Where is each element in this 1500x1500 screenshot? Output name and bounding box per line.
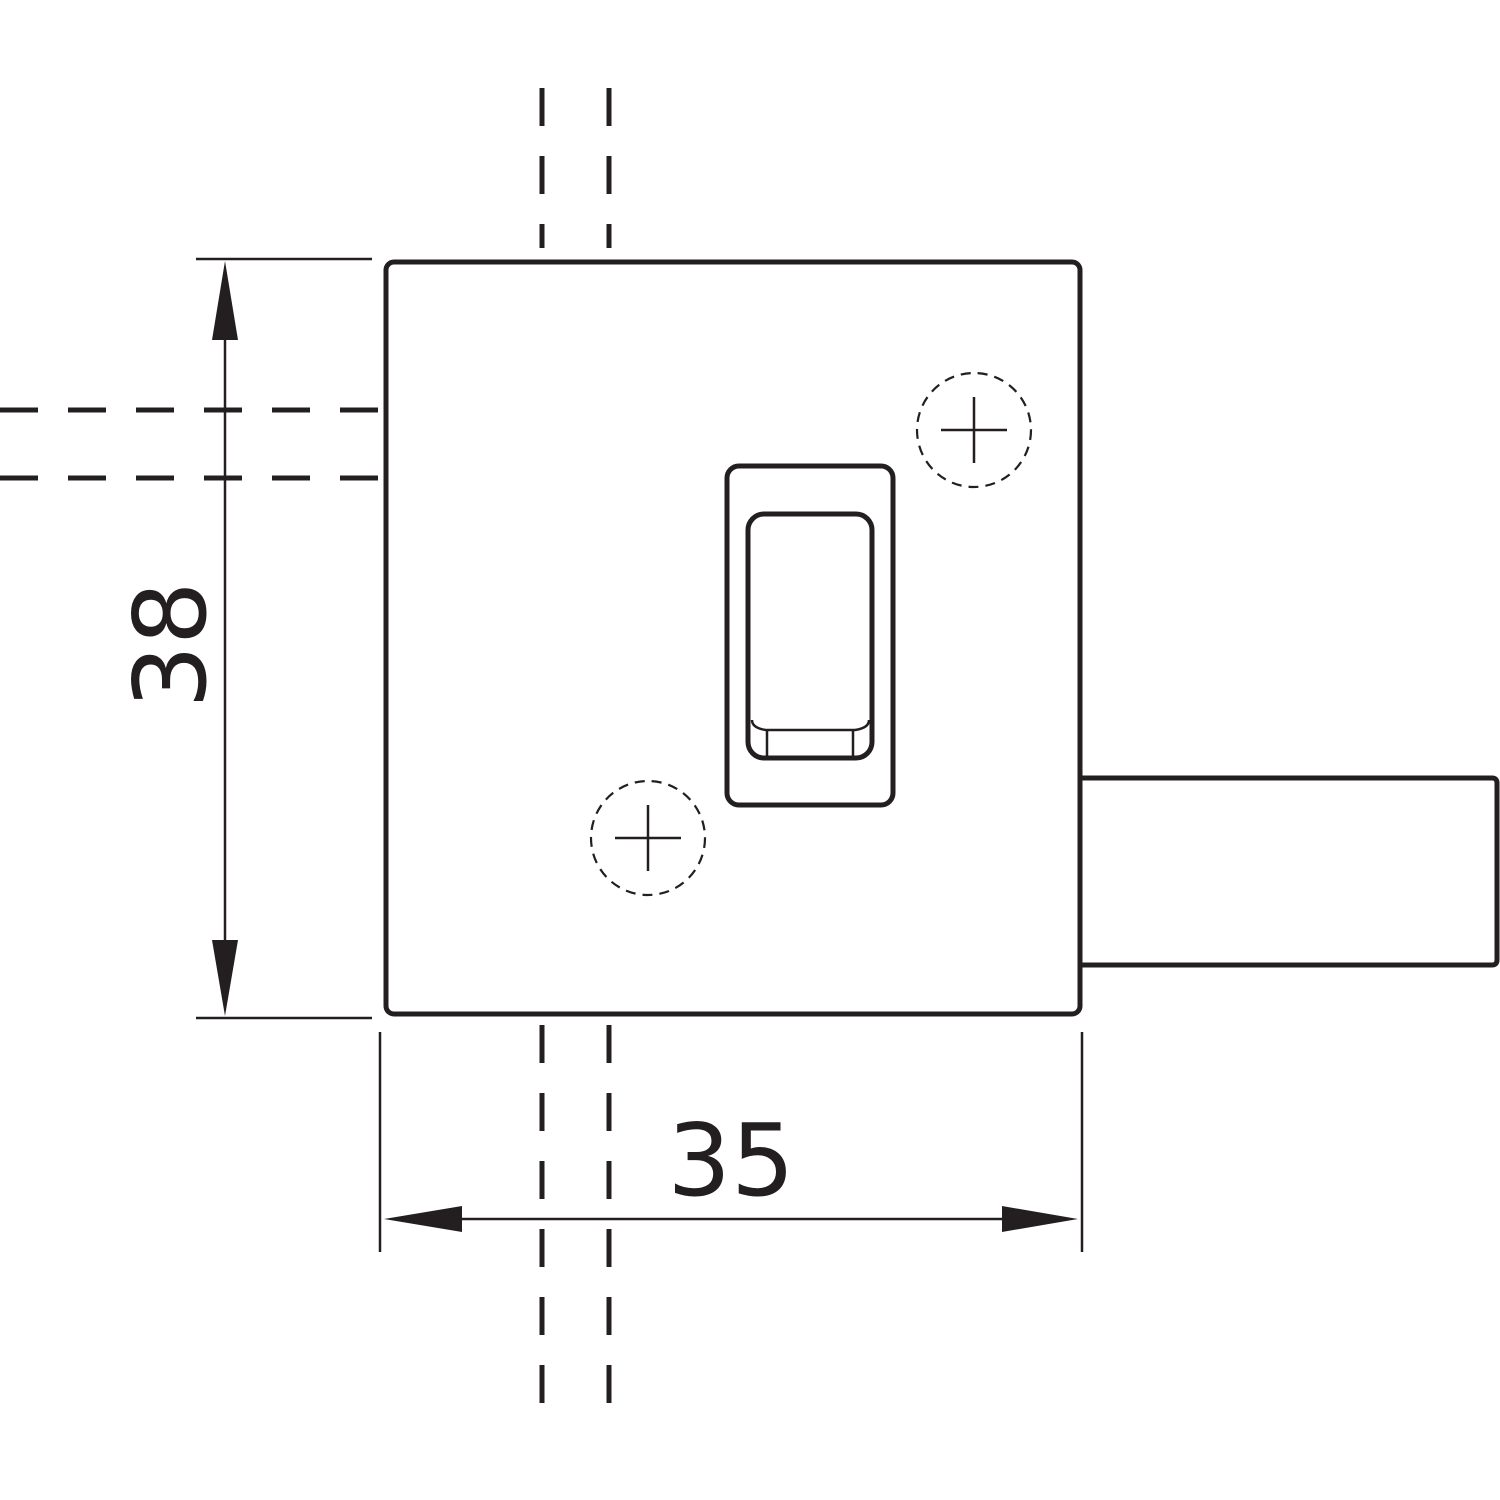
height-label: 38 <box>112 581 229 708</box>
screw-hole-upper <box>915 371 1033 489</box>
switch-knob <box>745 511 875 761</box>
lock-body <box>383 259 1083 1017</box>
switch-housing <box>724 463 896 808</box>
top-dashed-guides <box>539 88 612 248</box>
height-dimension: 38 <box>112 257 372 1020</box>
height-arrow-top <box>212 261 238 340</box>
switch-knob-ridge <box>750 719 871 732</box>
width-arrow-right <box>1002 1206 1078 1232</box>
height-arrow-bottom <box>212 940 238 1016</box>
left-dashed-guides <box>0 407 380 481</box>
width-arrow-left <box>384 1206 462 1232</box>
width-label: 35 <box>667 1102 794 1219</box>
screw-hole-lower <box>589 779 707 897</box>
width-dimension: 35 <box>378 1032 1084 1252</box>
lock-bolt <box>1082 775 1500 968</box>
